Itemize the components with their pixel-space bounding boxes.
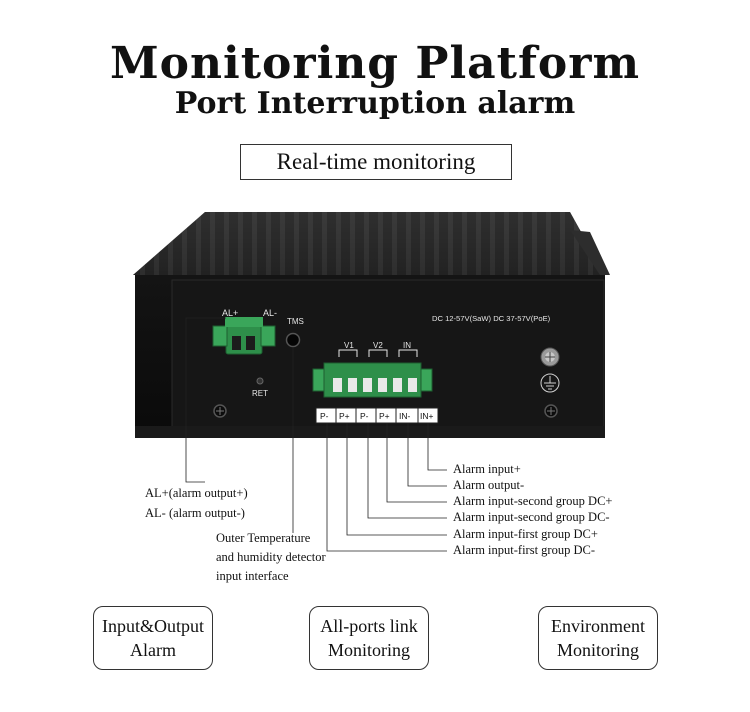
pin-callout-1: Alarm input+ (453, 462, 521, 476)
device-top-heatsink (133, 212, 610, 275)
callout-lines (185, 317, 447, 552)
feature-box-environment: Environment Monitoring (538, 606, 658, 670)
pin-label-1: P- (320, 411, 329, 421)
pin-label-6: IN+ (420, 411, 434, 421)
feature-label-line2: Monitoring (556, 640, 639, 660)
al-output-plus-callout: AL+(alarm output+) (145, 486, 248, 500)
feature-box-io-alarm: Input&Output Alarm (93, 606, 213, 670)
pin-group-brackets (338, 349, 418, 357)
feature-label-line1: Input&Output (102, 616, 204, 636)
feature-label-line2: Alarm (130, 640, 176, 660)
feature-label-line2: Monitoring (327, 640, 410, 660)
pin-callout-2: Alarm output- (453, 478, 525, 492)
power-spec-label: DC 12-57V(SaW) DC 37-57V(PoE) (432, 314, 551, 323)
pin-callout-6: Alarm input-first group DC- (453, 543, 595, 557)
realtime-monitoring-badge: Real-time monitoring (240, 144, 512, 180)
tms-jack-icon (285, 332, 301, 348)
pin-label-row (315, 407, 439, 424)
in-label: IN (403, 341, 411, 350)
pin-label-4: P+ (379, 411, 390, 421)
tms-label: TMS (287, 317, 304, 326)
feature-label-line1: Environment (551, 616, 645, 636)
pin-label-5: IN- (399, 411, 411, 421)
screw-icon (213, 404, 227, 418)
sensor-callout-line1: Outer Temperature (216, 531, 311, 545)
pin-callout-3: Alarm input-second group DC+ (453, 494, 613, 508)
pin-callout-4: Alarm input-second group DC- (453, 510, 610, 524)
ret-label: RET (252, 389, 268, 398)
reset-button-icon (256, 377, 264, 385)
feature-label-line1: All-ports link (320, 616, 418, 636)
pin-label-3: P- (360, 411, 369, 421)
feature-box-ports-link: All-ports link Monitoring (309, 606, 429, 670)
al-terminal-block (212, 317, 276, 355)
pin-callout-5: Alarm input-first group DC+ (453, 527, 598, 541)
power-alarm-terminal-block (312, 362, 433, 398)
v1-label: V1 (344, 341, 354, 350)
sensor-callout-line3: input interface (216, 569, 289, 583)
ground-screw-icon (540, 347, 560, 393)
screw-icon (544, 404, 558, 418)
sensor-callout-line2: and humidity detector (216, 550, 326, 564)
page-subtitle: Port Interruption alarm (174, 86, 576, 121)
v2-label: V2 (373, 341, 383, 350)
al-minus-label: AL- (263, 308, 277, 318)
page-title: Monitoring Platform (109, 38, 641, 89)
al-output-minus-callout: AL- (alarm output-) (145, 506, 245, 520)
al-plus-label: AL+ (222, 308, 238, 318)
pin-label-2: P+ (339, 411, 350, 421)
